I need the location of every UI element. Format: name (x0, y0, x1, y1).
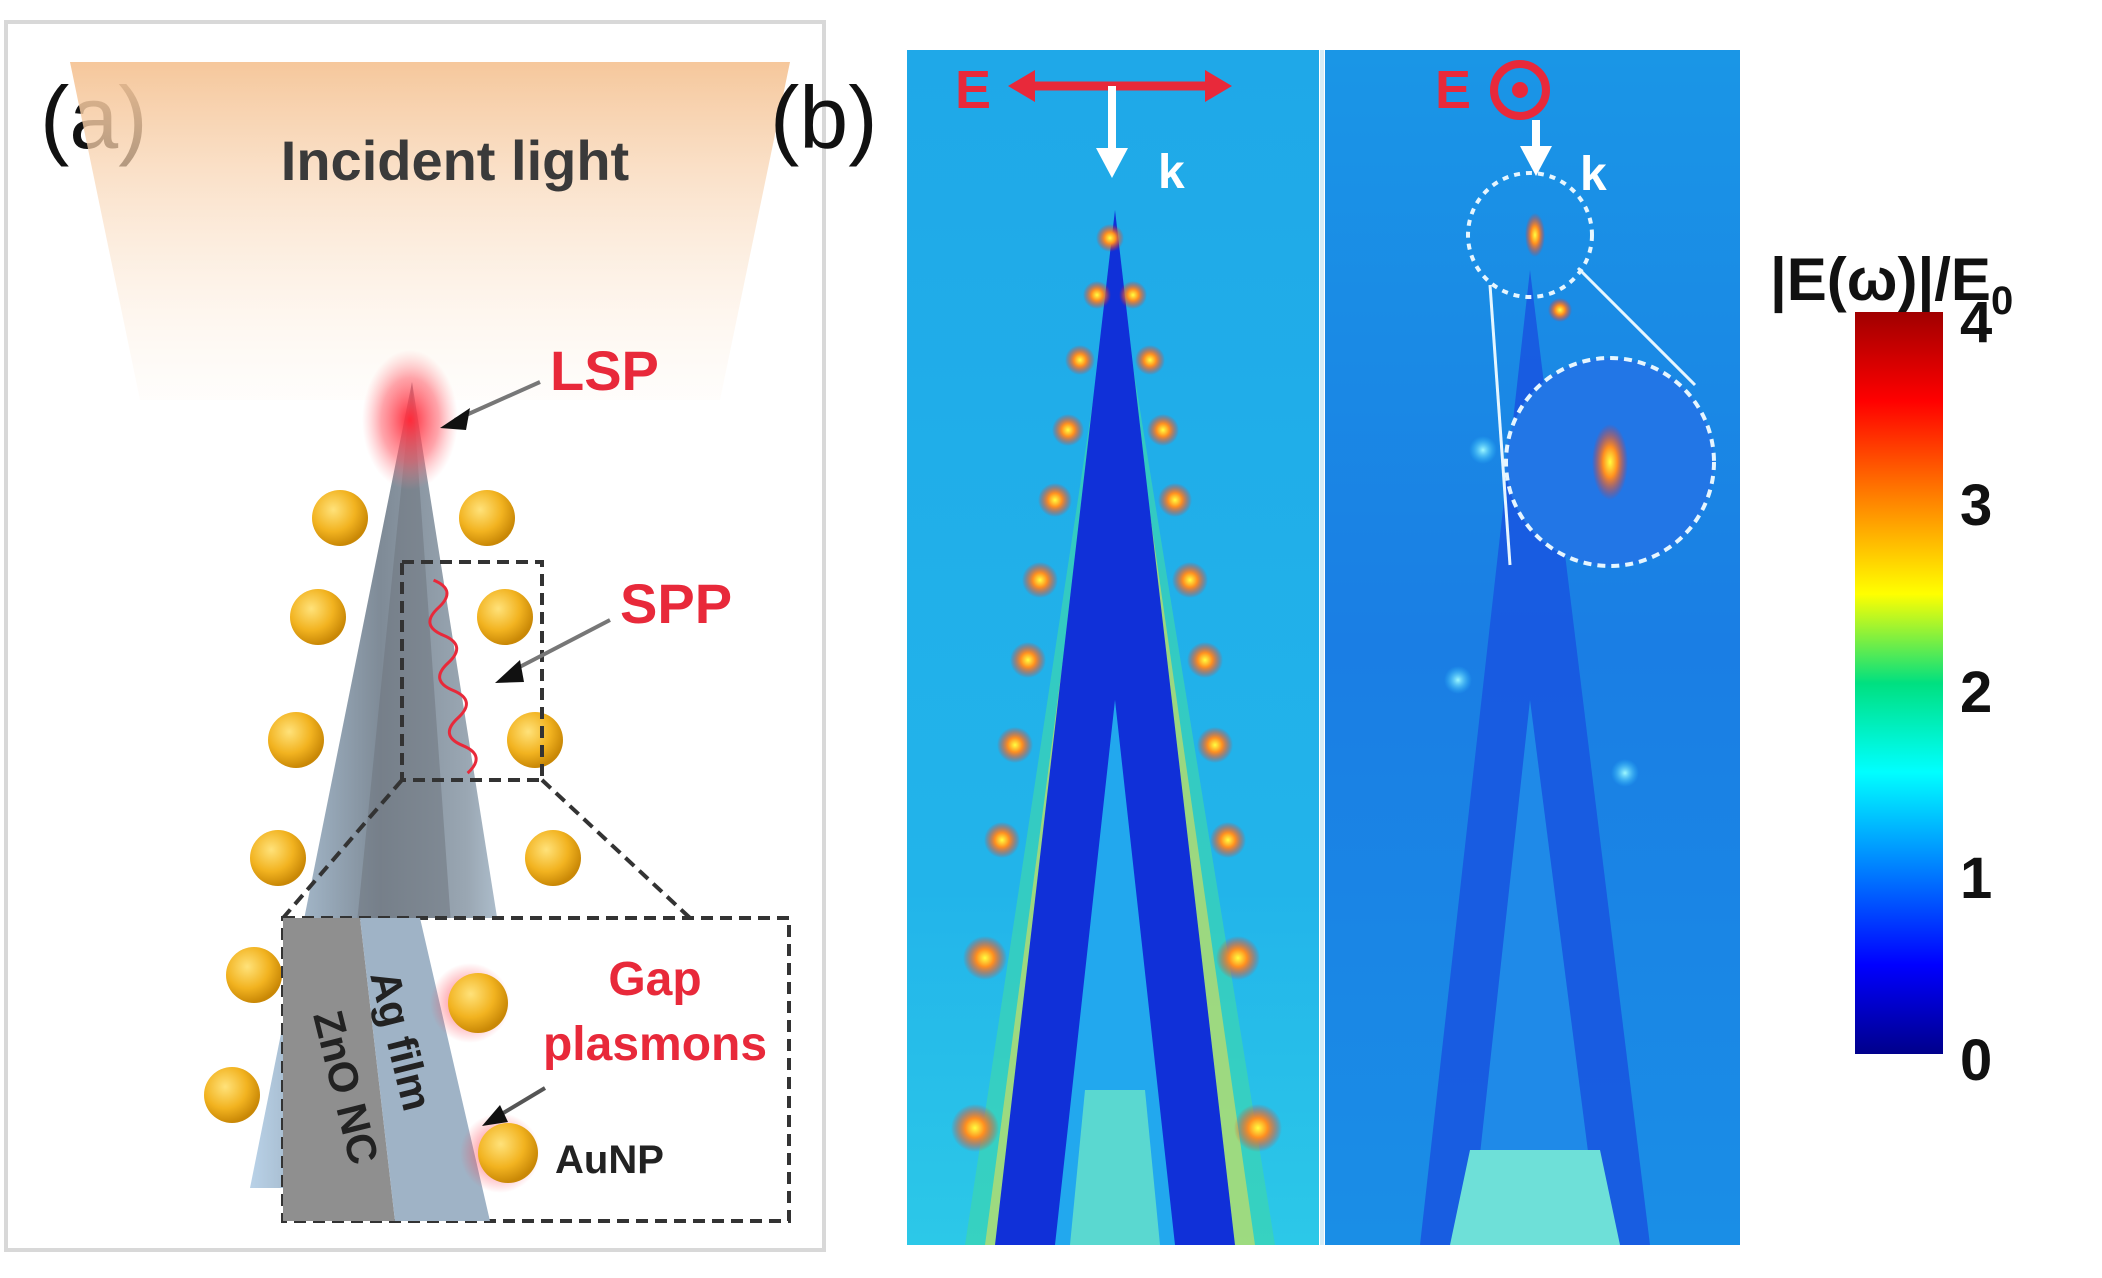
hotspot (1187, 642, 1223, 678)
panel-b: (b) (770, 50, 2013, 1245)
nanoparticle (312, 490, 368, 546)
colorbar-title: |E(ω)|/E0 (1770, 246, 2013, 323)
nanoparticle (226, 947, 282, 1003)
hotspot (1147, 414, 1179, 446)
colorbar: |E(ω)|/E0 4 3 2 1 0 (1770, 246, 2013, 1093)
hotspot (1065, 345, 1095, 375)
nanoparticle (268, 712, 324, 768)
e-arrowhead-left (1008, 70, 1035, 102)
panel-b-label: (b) (770, 68, 878, 167)
colorbar-title-sub: 0 (1991, 279, 2013, 323)
hotspot (1135, 345, 1165, 375)
hotspot (1119, 281, 1147, 309)
hotspot (1234, 1104, 1282, 1152)
ag-film-layer (360, 918, 490, 1221)
tip-base-glow-right (1450, 1150, 1620, 1245)
e-label-right: E (1435, 60, 1471, 120)
lsp-arrow (454, 380, 541, 422)
e-arrowhead-right (1205, 70, 1232, 102)
field-spot (1444, 666, 1472, 694)
tip-hotspot-right (1525, 213, 1545, 257)
tip-interior-low-left (1070, 1090, 1160, 1245)
aunp-label: AuNP (555, 1138, 664, 1182)
spp-arrow (509, 618, 611, 674)
hotspot (1210, 822, 1246, 858)
zoom-connector-left (281, 778, 404, 920)
hotspots-left (951, 224, 1282, 1152)
nanoparticle (477, 589, 533, 645)
k-arrowhead-left (1096, 148, 1128, 178)
gap-label-line2: plasmons (543, 1018, 767, 1071)
k-label-right: k (1580, 148, 1607, 201)
nanoparticle (507, 712, 563, 768)
nanoparticle (290, 589, 346, 645)
nanoparticle (204, 1067, 260, 1123)
k-arrowhead-right (1520, 146, 1552, 176)
colorbar-gradient (1855, 312, 1943, 1054)
inset-nanoparticle (448, 973, 508, 1033)
inset-nanoparticle (478, 1123, 538, 1183)
spp-label: SPP (620, 572, 732, 635)
k-label-left: k (1158, 146, 1185, 199)
spp-wave (428, 578, 478, 775)
hotspot (1096, 224, 1124, 252)
nanoparticle (459, 490, 515, 546)
incident-light-beam (70, 62, 790, 400)
field-map-left: E k (907, 50, 1319, 1245)
hotspot (1083, 281, 1111, 309)
colorbar-tick: 1 (1960, 846, 1992, 911)
field-spot (1548, 298, 1572, 322)
e-label-left: E (955, 60, 991, 120)
lsp-hotspot (362, 350, 458, 490)
zno-nc-layer (283, 918, 395, 1221)
zoomed-hotspot (1592, 424, 1628, 500)
gap-label-line1: Gap (608, 953, 701, 1006)
tip-zoom-circle (1466, 171, 1594, 299)
zoom-connector-right-b (1576, 266, 1697, 387)
lsp-arrowhead (440, 408, 470, 430)
field-spot (1469, 436, 1497, 464)
colorbar-tick: 0 (1960, 1028, 1992, 1093)
spp-zoom-box (400, 560, 544, 782)
field-spot (1611, 759, 1639, 787)
hotspot (1022, 562, 1058, 598)
nanoparticle (525, 830, 581, 886)
colorbar-title-main: |E(ω)|/E (1770, 246, 1991, 314)
colorbar-tick: 3 (1960, 473, 1992, 538)
e-out-of-plane-symbol (1490, 60, 1550, 120)
gap-arrowhead (482, 1105, 508, 1126)
hotspot (997, 727, 1033, 763)
panel-a: (a) Incident light LSP SPP (4, 20, 826, 1252)
hotspot (1216, 936, 1260, 980)
incident-light-label: Incident light (281, 129, 629, 192)
hotspot (1052, 414, 1084, 446)
colorbar-tick: 2 (1960, 660, 1992, 725)
zoom-connector-right-a (1488, 284, 1512, 566)
tip-interior-right (1470, 700, 1600, 1245)
lsp-label: LSP (550, 339, 659, 402)
spp-arrowhead (495, 660, 524, 683)
hotspot (963, 936, 1007, 980)
colorbar-tick: 4 (1960, 290, 1992, 355)
hotspot (1197, 727, 1233, 763)
hotspot (1172, 562, 1208, 598)
zoom-connector-right (540, 778, 692, 920)
hotspot (1158, 483, 1192, 517)
hotspot (951, 1104, 999, 1152)
nanoparticle (250, 830, 306, 886)
hotspot (1038, 483, 1072, 517)
nanoparticles (204, 490, 581, 1123)
e-out-of-plane-dot (1512, 82, 1528, 98)
gap-plasmon-inset: Ag film ZnO NC Gap plasmons AuNP (281, 916, 791, 1223)
hotspot (1010, 642, 1046, 678)
hotspot (984, 822, 1020, 858)
field-map-right: E k (1325, 50, 1740, 1245)
